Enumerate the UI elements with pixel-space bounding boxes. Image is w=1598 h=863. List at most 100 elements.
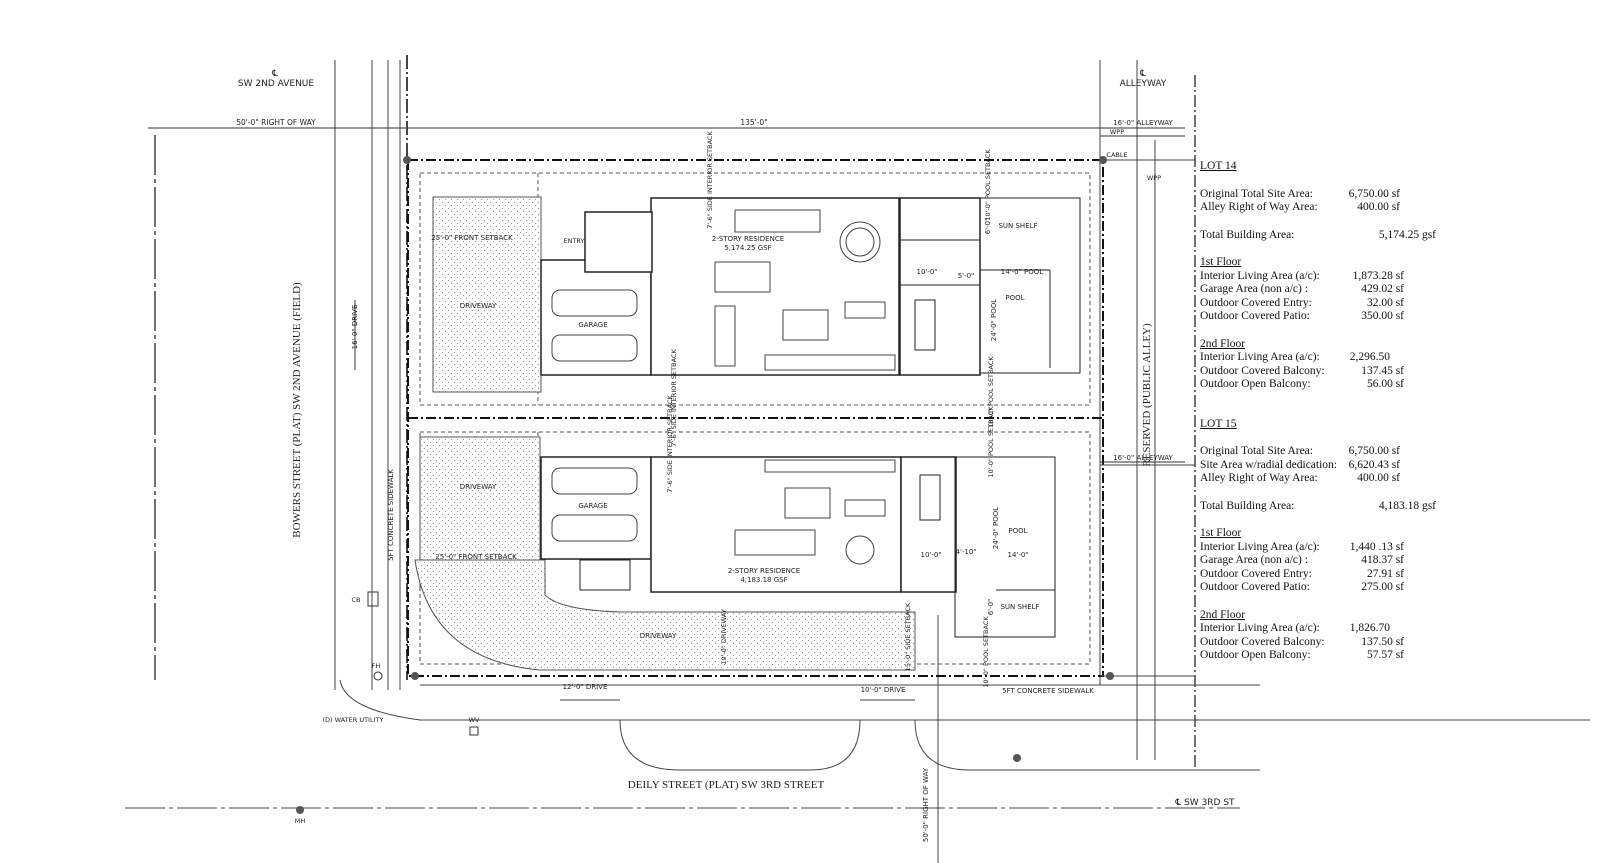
lot14-f1-entry-value: 32.00 sf xyxy=(1366,296,1404,309)
lot15-section: LOT 15 Original Total Site Area:6,750.00… xyxy=(1200,418,1440,663)
lot15-f1-garage-label: Garage Area (non a/c) : xyxy=(1200,554,1308,566)
label-pool-bottom: POOL xyxy=(1008,527,1027,535)
label-water-utility: (D) WATER UTILITY xyxy=(323,716,384,724)
dim-front-setback-bottom: 25'-0" FRONT SETBACK xyxy=(435,553,517,561)
lot15-original-site-label: Original Total Site Area: xyxy=(1200,445,1314,457)
dim-pool-setback-bottom: 10'-0" POOL SETBACK xyxy=(982,616,990,688)
street-right-top: ALLEYWAY xyxy=(1120,79,1167,89)
lot15-f1-entry-label: Outdoor Covered Entry: xyxy=(1200,567,1312,580)
lot14-floor1-title: 1st Floor xyxy=(1200,256,1242,268)
dim-drive-left: 16'-0" DRIVE xyxy=(351,305,359,350)
lot15-radial-value: 6,620.43 sf xyxy=(1348,458,1400,471)
cars-bottom xyxy=(551,459,896,565)
lot14-f2-open-balcony-value: 56.00 sf xyxy=(1366,378,1404,390)
street-right-top-cl: ℄ xyxy=(1139,69,1146,79)
label-entry: ENTRY xyxy=(563,237,584,245)
lot14-f1-living-value: 1,873.28 sf xyxy=(1352,269,1404,282)
dim-side-setback-3: 7'-6" SIDE INTERIOR SETBACK xyxy=(666,395,674,493)
lot15-floor2-title: 2nd Floor xyxy=(1200,608,1246,621)
driveway-top xyxy=(432,196,542,393)
curb-aprons xyxy=(339,679,1260,771)
lot14-title: LOT 14 xyxy=(1200,160,1237,172)
dim-10-bottom: 10'-0" xyxy=(920,551,941,559)
label-cb: CB xyxy=(352,596,361,604)
lot15-f2-open-balcony-value: 57.57 sf xyxy=(1366,649,1404,661)
dim-row-bottom: 50'-0" RIGHT OF WAY xyxy=(922,767,930,842)
cars-top xyxy=(551,209,896,371)
lot14-f2-cov-balcony-value: 137.45 sf xyxy=(1361,364,1404,377)
street-bottom: DEILY STREET (PLAT) SW 3RD STREET xyxy=(628,779,825,791)
street-left-vertical: BOWERS STREET (PLAT) SW 2ND AVENUE (FIEL… xyxy=(291,282,303,538)
lot15-f2-cov-balcony-value: 137.50 sf xyxy=(1361,635,1404,648)
lot15-f1-living-label: Interior Living Area (a/c): xyxy=(1200,540,1320,553)
fire-hydrant-symbol xyxy=(373,671,383,681)
lot15-f1-patio-value: 275.00 sf xyxy=(1361,581,1404,593)
dim-pool-setback-top: 10'-0" POOL SETBACK xyxy=(984,149,992,221)
label-wpp-1: WPP xyxy=(1110,128,1124,136)
label-sun-shelf-bottom: SUN SHELF xyxy=(1000,603,1039,611)
label-cable: CABLE xyxy=(1106,151,1127,159)
catch-basin-symbol xyxy=(367,591,379,607)
lot14-f2-living-value: 2,296.50 xyxy=(1349,351,1390,363)
dim-pool-w-top: 14'-0" POOL xyxy=(1001,268,1043,276)
lot14-f2-cov-balcony-label: Outdoor Covered Balcony: xyxy=(1200,364,1325,377)
lot15-total-label: Total Building Area: xyxy=(1200,499,1295,512)
label-residence-top-area: 5,174.25 GSF xyxy=(724,244,771,252)
street-bottom-right: ℄ SW 3RD ST xyxy=(1174,798,1235,808)
lot15-original-site-value: 6,750.00 sf xyxy=(1348,445,1400,457)
water-valve-symbol xyxy=(469,726,479,736)
dim-drive-10: 10'-0" DRIVE xyxy=(861,686,906,694)
street-left-top-cl: ℄ xyxy=(271,69,278,79)
street-right-vertical: RESERVED (PUBLIC ALLEY) xyxy=(1141,323,1153,467)
label-wv: WV xyxy=(469,716,480,724)
label-sun-shelf-top: SUN SHELF xyxy=(998,222,1037,230)
lot15-alley-label: Alley Right of Way Area: xyxy=(1200,472,1318,484)
dim-alley-mid: 16'-0" ALLEYWAY xyxy=(1113,454,1173,462)
lot15-f1-garage-value: 418.37 sf xyxy=(1361,554,1404,566)
lot14-f1-garage-value: 429.02 sf xyxy=(1361,283,1404,295)
driveway-curve xyxy=(414,559,916,671)
lot15-f1-living-value: 1,440 .13 sf xyxy=(1349,540,1404,553)
lot15-f1-entry-value: 27.91 sf xyxy=(1366,567,1404,580)
dim-6-bottom: 6'-0" xyxy=(987,599,995,616)
label-garage-bottom: GARAGE xyxy=(578,502,607,510)
dim-row-left: 50'-0" RIGHT OF WAY xyxy=(236,118,316,127)
dim-4-bottom: 4'-10" xyxy=(955,548,976,556)
dim-drive-12: 12'-0" DRIVE xyxy=(563,683,608,691)
lot14-alley-value: 400.00 sf xyxy=(1357,201,1400,213)
dim-6-top: 6'-0" xyxy=(984,218,992,235)
lot14-total-label: Total Building Area: xyxy=(1200,228,1295,241)
lot14-f2-open-balcony-label: Outdoor Open Balcony: xyxy=(1200,378,1311,390)
label-residence-top: 2-STORY RESIDENCE xyxy=(712,235,784,243)
label-mh: MH xyxy=(295,817,306,825)
lot15-f2-living-label: Interior Living Area (a/c): xyxy=(1200,622,1320,634)
dim-side-setback-15: 15'-0" SIDE SETBACK xyxy=(904,602,912,671)
lot14-floor2-title: 2nd Floor xyxy=(1200,337,1246,350)
label-driveway-curve: DRIVEWAY xyxy=(640,632,677,640)
dim-alley-top: 16'-0" ALLEYWAY xyxy=(1113,119,1173,127)
dim-pool-len-bottom: 24'-0" POOL xyxy=(992,507,1000,549)
dim-pool-len-top: 24'-0" POOL xyxy=(990,299,998,341)
lot15-f2-living-value: 1,826.70 xyxy=(1349,622,1390,634)
lot14-alley-label: Alley Right of Way Area: xyxy=(1200,201,1318,213)
residence-top-outline xyxy=(540,197,1081,376)
dim-driveway-10: 10'-0" DRIVEWAY xyxy=(720,609,728,665)
dim-front-setback-top: 25'-0" FRONT SETBACK xyxy=(431,234,513,242)
dim-5-top: 5'-0" xyxy=(958,272,975,280)
dim-side-setback-2: 7'-6" SIDE INTERIOR SETBACK xyxy=(670,349,678,447)
lot14-section: LOT 14 Original Total Site Area:6,750.00… xyxy=(1200,160,1440,392)
label-pool-top: POOL xyxy=(1005,294,1024,302)
lot14-f1-garage-label: Garage Area (non a/c) : xyxy=(1200,283,1308,295)
lot15-alley-value: 400.00 sf xyxy=(1357,472,1400,484)
residence-bottom-outline xyxy=(540,456,1056,638)
lot14-total-value: 5,174.25 gsf xyxy=(1378,228,1436,241)
lot14-f1-patio-value: 350.00 sf xyxy=(1361,310,1404,322)
label-wpp-2: WPP xyxy=(1147,174,1161,182)
lot15-floor1-title: 1st Floor xyxy=(1200,527,1242,539)
lot14-original-site-value: 6,750.00 sf xyxy=(1348,187,1400,200)
lot14-f1-patio-label: Outdoor Covered Patio: xyxy=(1200,310,1310,322)
lot14-f2-living-label: Interior Living Area (a/c): xyxy=(1200,351,1320,363)
label-residence-bottom: 2-STORY RESIDENCE xyxy=(728,567,800,575)
survey-points xyxy=(296,156,1114,814)
